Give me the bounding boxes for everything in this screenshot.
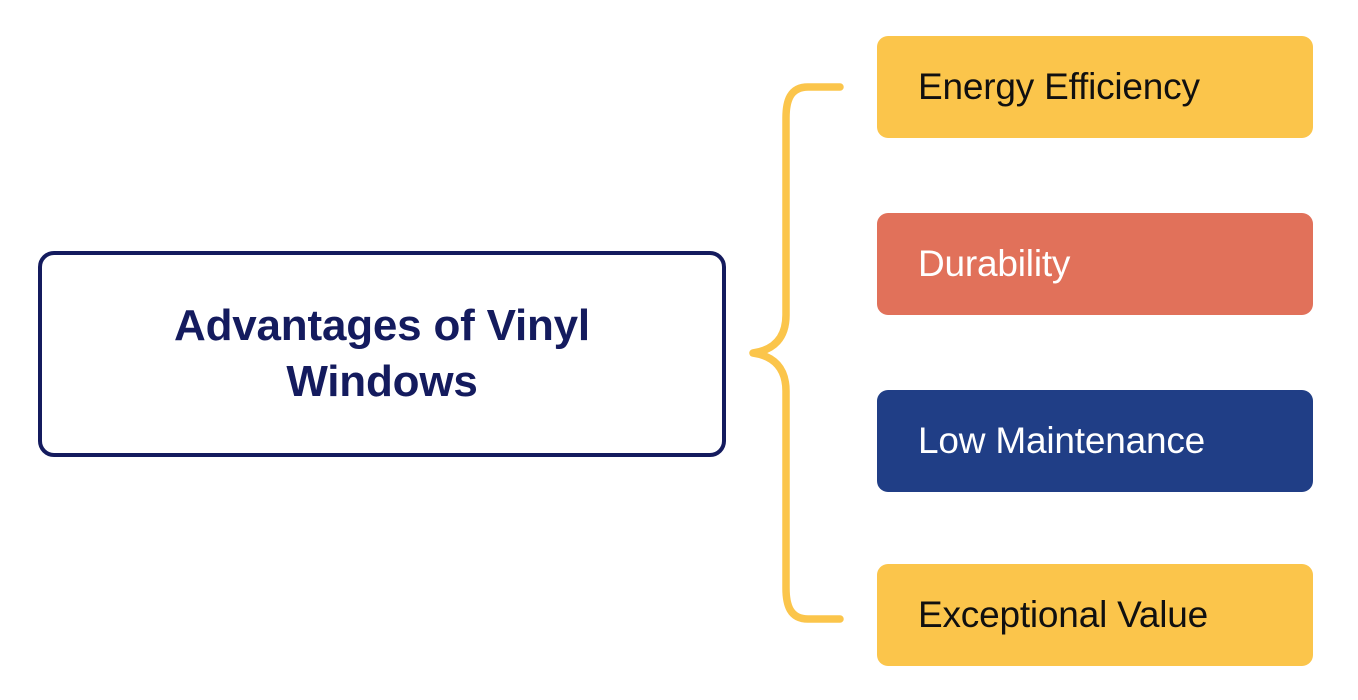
branch-label: Low Maintenance	[918, 419, 1206, 461]
root-topic-label: Advantages of Vinyl Windows	[174, 300, 590, 406]
branch-node-exceptional-value[interactable]: Exceptional Value	[877, 564, 1313, 666]
branch-label: Exceptional Value	[918, 593, 1209, 635]
branch-node-low-maintenance[interactable]: Low Maintenance	[877, 390, 1313, 492]
branch-label: Durability	[918, 242, 1071, 284]
branch-label: Energy Efficiency	[918, 65, 1200, 107]
branch-node-durability[interactable]: Durability	[877, 213, 1313, 315]
root-topic-node[interactable]: Advantages of Vinyl Windows	[38, 251, 726, 457]
curly-brace-icon	[749, 83, 844, 623]
brace-connector	[740, 60, 860, 640]
branch-node-energy-efficiency[interactable]: Energy Efficiency	[877, 36, 1313, 138]
